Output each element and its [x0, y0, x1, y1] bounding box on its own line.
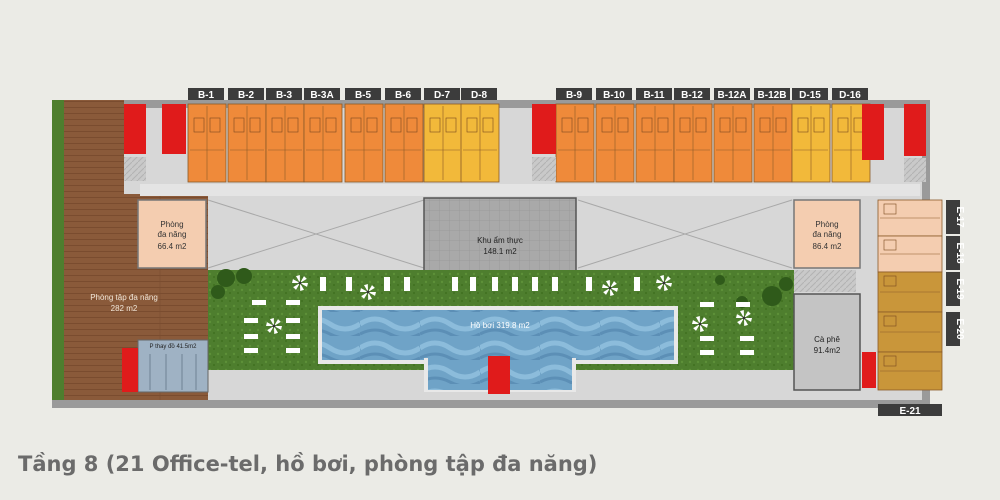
multi-room-left — [137, 199, 207, 269]
unit-label-b-5: B-5 — [355, 90, 372, 101]
unit-label-plate-d-8 — [461, 88, 497, 100]
unit-label-b-3: B-3 — [276, 90, 293, 101]
unit-label-plate-b-2 — [228, 88, 264, 100]
gym-name: Phòng tập đa năng — [90, 293, 158, 302]
umbrella — [692, 316, 708, 332]
shaft-right — [904, 158, 926, 182]
core-left-1 — [124, 104, 146, 154]
unit-label-plate-e-19 — [946, 272, 960, 306]
umbrella-group — [266, 275, 752, 334]
core-left-2 — [162, 104, 186, 154]
multi-right-name-1: Phòng — [815, 220, 838, 229]
unit-label-plate-b-11 — [636, 88, 672, 100]
multi-left-name-1: Phòng — [160, 220, 183, 229]
unit-label-plate-b-3 — [266, 88, 302, 100]
umbrella — [266, 318, 282, 334]
cafe-area: 91.4m2 — [814, 346, 841, 355]
core-mid — [532, 104, 556, 154]
cafe-stair — [794, 270, 856, 292]
shaft-left — [124, 157, 146, 181]
unit-label-plate-e-20 — [946, 312, 960, 346]
food-name: Khu ẩm thực — [477, 236, 523, 245]
unit-label-plate-b-9 — [556, 88, 592, 100]
unit-label-plate-d-16 — [832, 88, 868, 100]
unit-label-e-18: E-18 — [954, 242, 965, 264]
core-cafe — [862, 352, 876, 388]
core-right-1 — [862, 104, 884, 160]
food-area: 148.1 m2 — [483, 247, 517, 256]
core-lower-left — [122, 348, 138, 392]
gym-area: 282 m2 — [111, 304, 138, 313]
gym-green-border — [52, 100, 64, 400]
pool-water — [322, 310, 674, 360]
side-unit-column — [877, 199, 943, 391]
unit-label-plate-e-18 — [946, 236, 960, 270]
umbrella — [736, 310, 752, 326]
cafe — [793, 293, 861, 391]
floor-caption: Tầng 8 (21 Office-tel, hồ bơi, phòng tập… — [18, 452, 598, 476]
core-pool — [488, 356, 510, 394]
unit-label-b-9: B-9 — [566, 90, 583, 101]
food-court — [423, 197, 577, 273]
umbrella — [602, 280, 618, 296]
unit-label-plate-b-12 — [674, 88, 710, 100]
unit-label-b-12a: B-12A — [718, 90, 747, 101]
umbrella — [360, 284, 376, 300]
unit-label-plate-b-10 — [596, 88, 632, 100]
unit-label-plate-b-6 — [385, 88, 421, 100]
unit-label-d-15: D-15 — [799, 90, 821, 101]
gym-floor-top — [64, 100, 124, 194]
unit-label-plate-d-7 — [424, 88, 460, 100]
unit-label-b-2: B-2 — [238, 90, 255, 101]
unit-label-b-12b: B-12B — [758, 90, 787, 101]
pool-label: Hồ bơi 319.8 m2 — [470, 321, 530, 330]
multi-room-right — [793, 199, 861, 269]
unit-label-d-8: D-8 — [471, 90, 488, 101]
multi-left-area: 66.4 m2 — [158, 242, 187, 251]
unit-label-plate-b-5 — [345, 88, 381, 100]
changing-room-label: P thay đồ 41.5m2 — [150, 344, 198, 350]
unit-label-b-3a: B-3A — [310, 90, 333, 101]
top-corridor — [140, 184, 920, 196]
unit-label-plate-d-15 — [792, 88, 828, 100]
multi-left-name-2: đa năng — [158, 230, 187, 239]
shaft-mid — [532, 157, 556, 181]
unit-label-b-6: B-6 — [395, 90, 412, 101]
cafe-name: Cà phê — [814, 335, 840, 344]
unit-label-e-17: E-17 — [954, 206, 965, 228]
unit-label-b-10: B-10 — [603, 90, 625, 101]
unit-label-e-20: E-20 — [954, 318, 965, 340]
multi-right-name-2: đa năng — [813, 230, 842, 239]
unit-label-plate-e-17 — [946, 200, 960, 234]
umbrella — [292, 275, 308, 291]
unit-label-plate-b-12b — [754, 88, 790, 100]
lounger-group — [244, 277, 754, 355]
unit-label-b-1: B-1 — [198, 90, 215, 101]
unit-label-e-19: E-19 — [954, 278, 965, 300]
side-unit-labels: E-17E-18E-19E-20 — [946, 200, 965, 346]
unit-label-plate-b-3a — [304, 88, 340, 100]
unit-label-plate-b-12a — [714, 88, 750, 100]
top-unit-row — [187, 103, 871, 183]
top-unit-labels: B-1 B-2 B-3 B-3A B-5 B-6 D-7 D-8 B-9 B-10 B-11 B-12… — [188, 88, 868, 101]
unit-label-e21: E-21 — [899, 406, 921, 417]
unit-label-b-11: B-11 — [643, 90, 665, 101]
unit-label-plate-e21 — [878, 404, 942, 416]
unit-label-b-12: B-12 — [681, 90, 703, 101]
multi-right-area: 86.4 m2 — [813, 242, 842, 251]
umbrella — [656, 275, 672, 291]
unit-label-plate-b-1 — [188, 88, 224, 100]
unit-label-d-7: D-7 — [434, 90, 451, 101]
unit-label-d-16: D-16 — [839, 90, 861, 101]
core-right-2 — [904, 104, 926, 156]
